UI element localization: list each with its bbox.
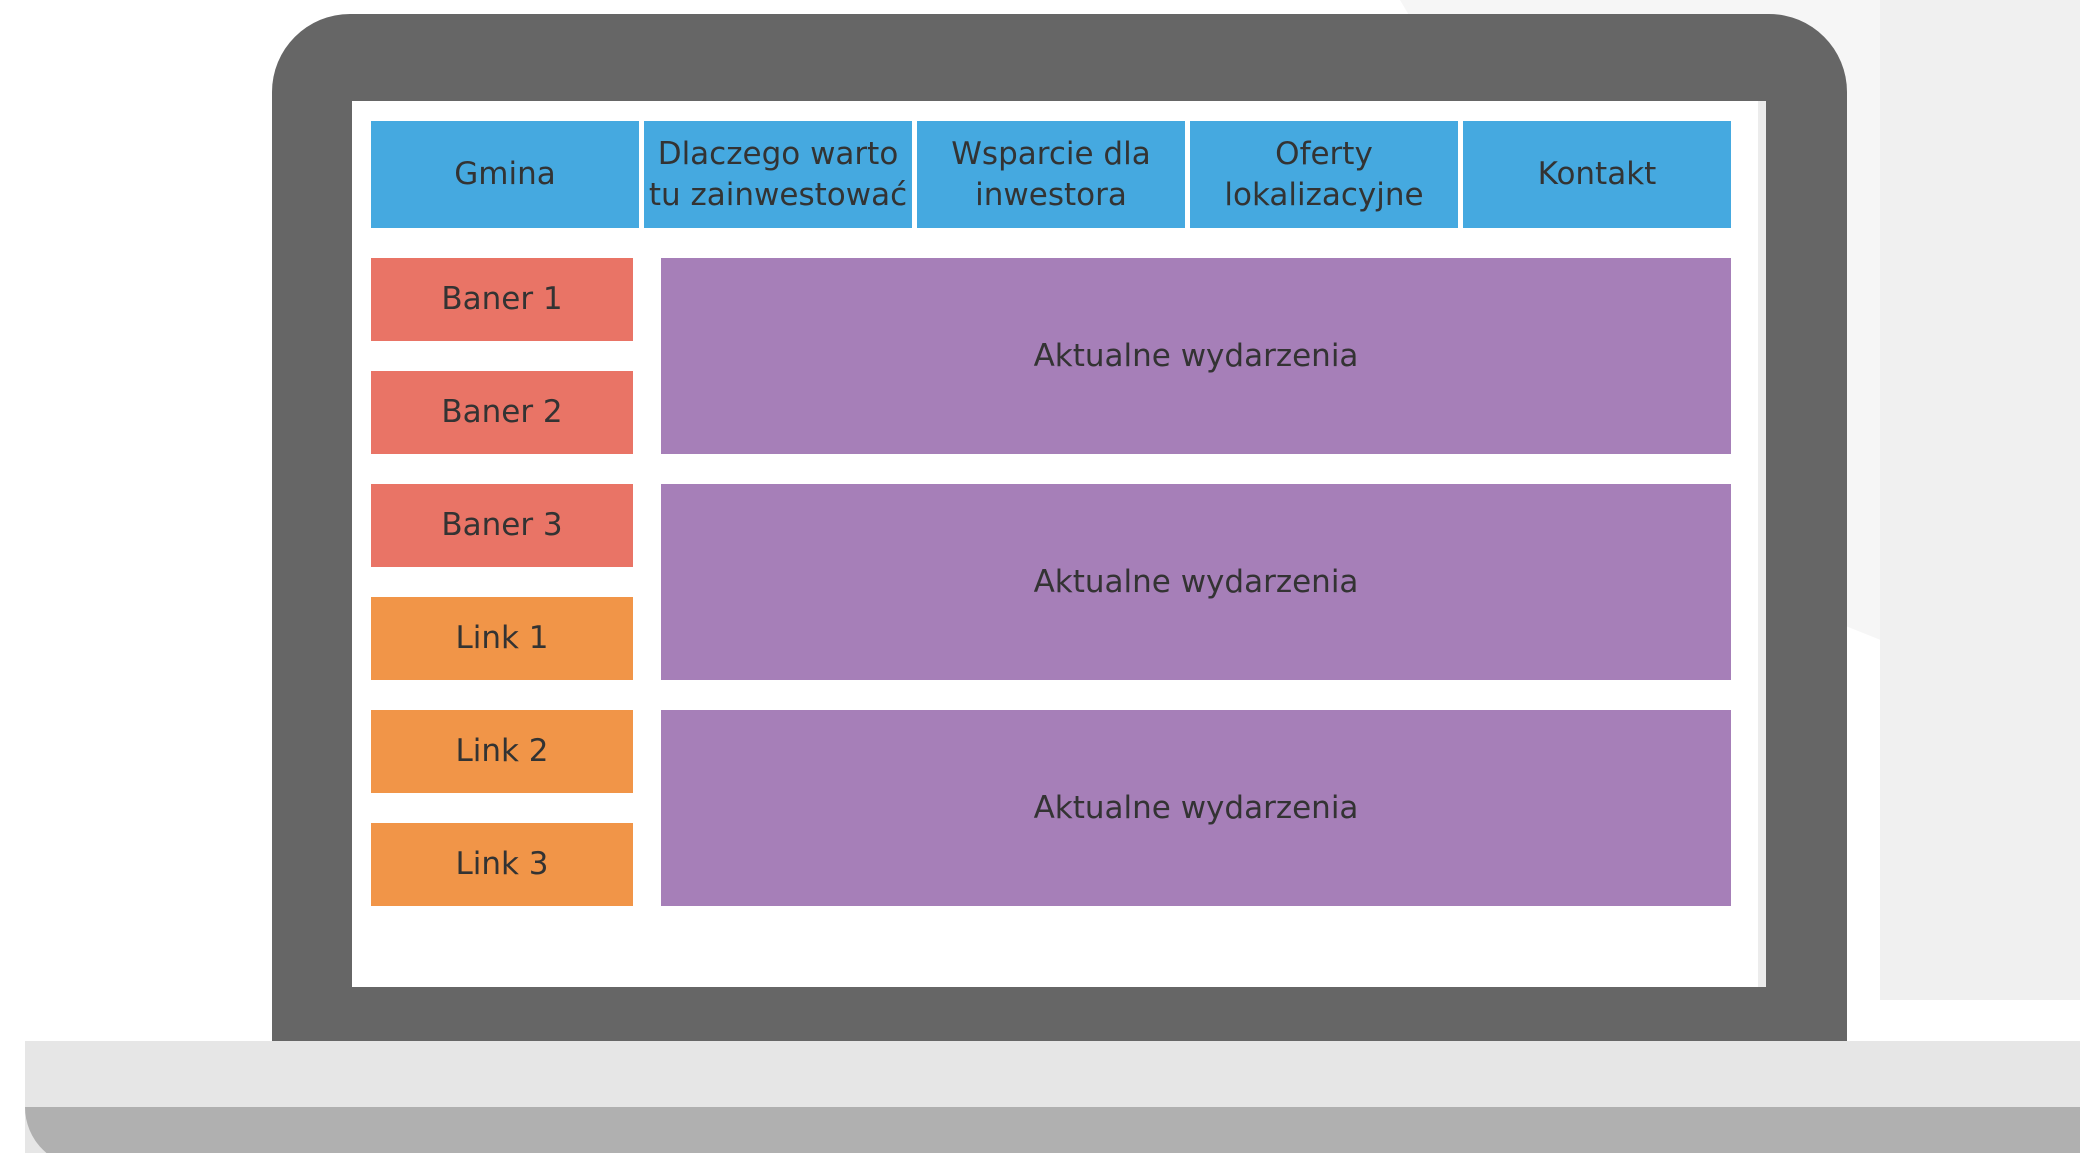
link-2[interactable]: Link 2	[371, 710, 633, 793]
nav-item-contact[interactable]: Kontakt	[1463, 121, 1731, 228]
banner-3[interactable]: Baner 3	[371, 484, 633, 567]
events-block-3[interactable]: Aktualne wydarzenia	[661, 710, 1731, 906]
laptop-base-shadow	[25, 1107, 2080, 1153]
laptop-base	[25, 1041, 2080, 1153]
banner-1[interactable]: Baner 1	[371, 258, 633, 341]
nav-item-gmina[interactable]: Gmina	[371, 121, 639, 228]
background-shape	[1880, 0, 2080, 1000]
events-block-1[interactable]: Aktualne wydarzenia	[661, 258, 1731, 454]
nav-item-location-offers[interactable]: Oferty lokalizacyjne	[1190, 121, 1458, 228]
link-1[interactable]: Link 1	[371, 597, 633, 680]
nav-item-investor-support[interactable]: Wsparcie dla inwestora	[917, 121, 1185, 228]
link-3[interactable]: Link 3	[371, 823, 633, 906]
nav-item-why-invest[interactable]: Dlaczego warto tu zainwestować	[644, 121, 912, 228]
banner-2[interactable]: Baner 2	[371, 371, 633, 454]
events-block-2[interactable]: Aktualne wydarzenia	[661, 484, 1731, 680]
